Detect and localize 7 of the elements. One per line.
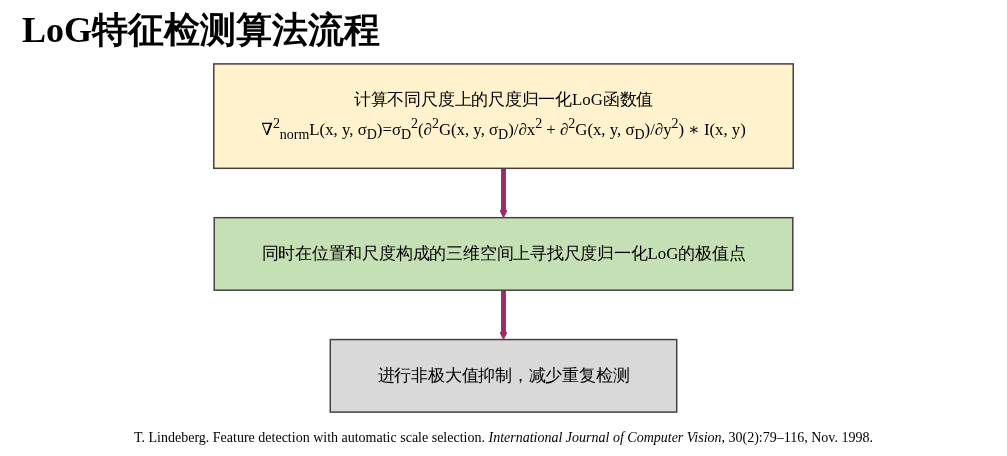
- node-box: 进行非极大值抑制，减少重复检测: [329, 338, 678, 413]
- citation-caption: T. Lindeberg. Feature detection with automatic scale selection. International Journal of Computer Vision, 30(2):79–116, Nov. 1998.: [134, 430, 873, 445]
- arrow: [499, 290, 508, 340]
- node-box: 同时在位置和尺度构成的三维空间上寻找尺度归一化LoG的极值点: [213, 216, 794, 291]
- diagram-title: LoG特征检测算法流程: [22, 9, 380, 52]
- arrow: [499, 168, 508, 219]
- node-box: 计算不同尺度上的尺度归一化LoG函数值 ∇$^{2}$$_{norm}$L(x, y, σ$_{D}$)=σ$_{D}$$^{2}$(∂$^{2}$G(x, y, σ$_{D}$)/∂x$^{2}$ + ∂$^{2}$G(x, y, σ$_{D}$)/∂y$^{2}$) ∗ I(x, y): [213, 63, 794, 170]
